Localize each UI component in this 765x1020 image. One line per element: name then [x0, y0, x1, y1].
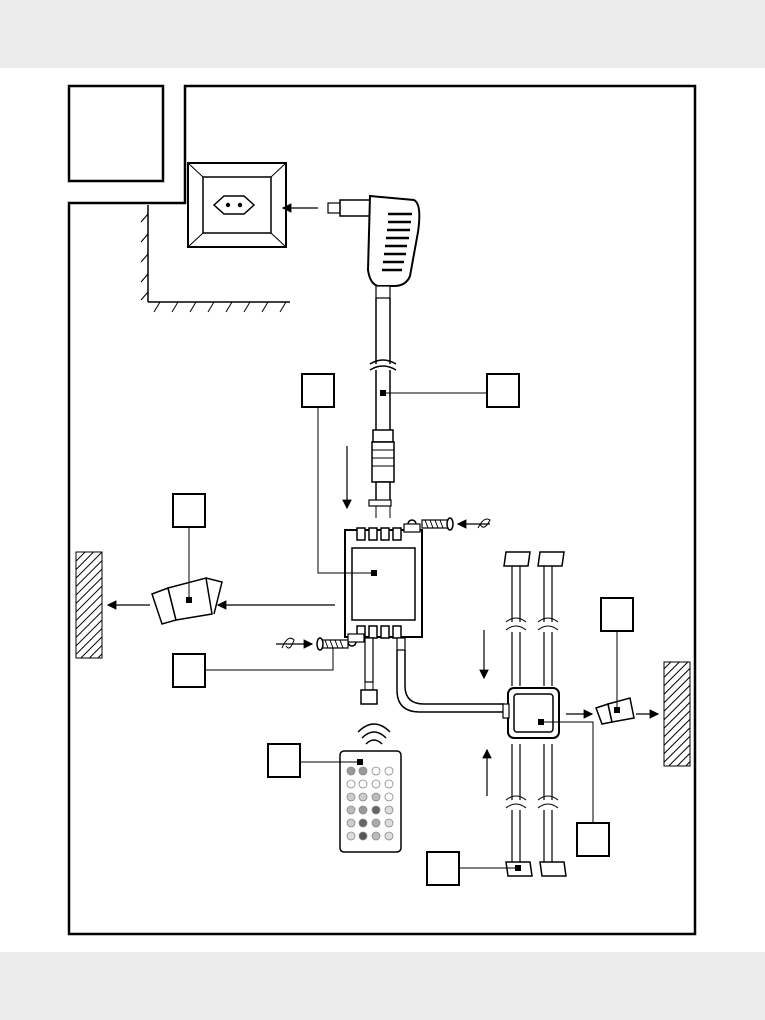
page-frame [67, 84, 697, 936]
callout-cable [380, 373, 520, 408]
mounting-screw-top [421, 517, 491, 531]
adapter-cable [369, 298, 397, 518]
callout-remote [267, 743, 363, 778]
wall-corner [140, 205, 290, 313]
adhesive-clip-right [595, 697, 635, 725]
wall-socket [187, 162, 287, 248]
left-wall [75, 551, 103, 659]
power-adapter [327, 194, 421, 299]
page-corner-tab [67, 84, 165, 183]
callout-right-clip [600, 597, 634, 713]
callout-screw [172, 648, 334, 688]
distributor-box [502, 687, 560, 739]
callout-left-clip [172, 493, 206, 603]
right-wall [663, 661, 691, 767]
led-strip-connectors-bottom [505, 744, 567, 877]
callout-distributor [538, 719, 610, 857]
mounting-screw-bottom [276, 637, 349, 651]
top-band [0, 0, 765, 68]
controller-box [344, 499, 423, 705]
led-strip-connectors-top [503, 551, 565, 686]
bottom-band [0, 952, 765, 1020]
connector-cable [396, 650, 504, 713]
infrared-remote-control [339, 723, 402, 853]
callout-connector [426, 851, 521, 886]
callout-controller [301, 373, 377, 576]
